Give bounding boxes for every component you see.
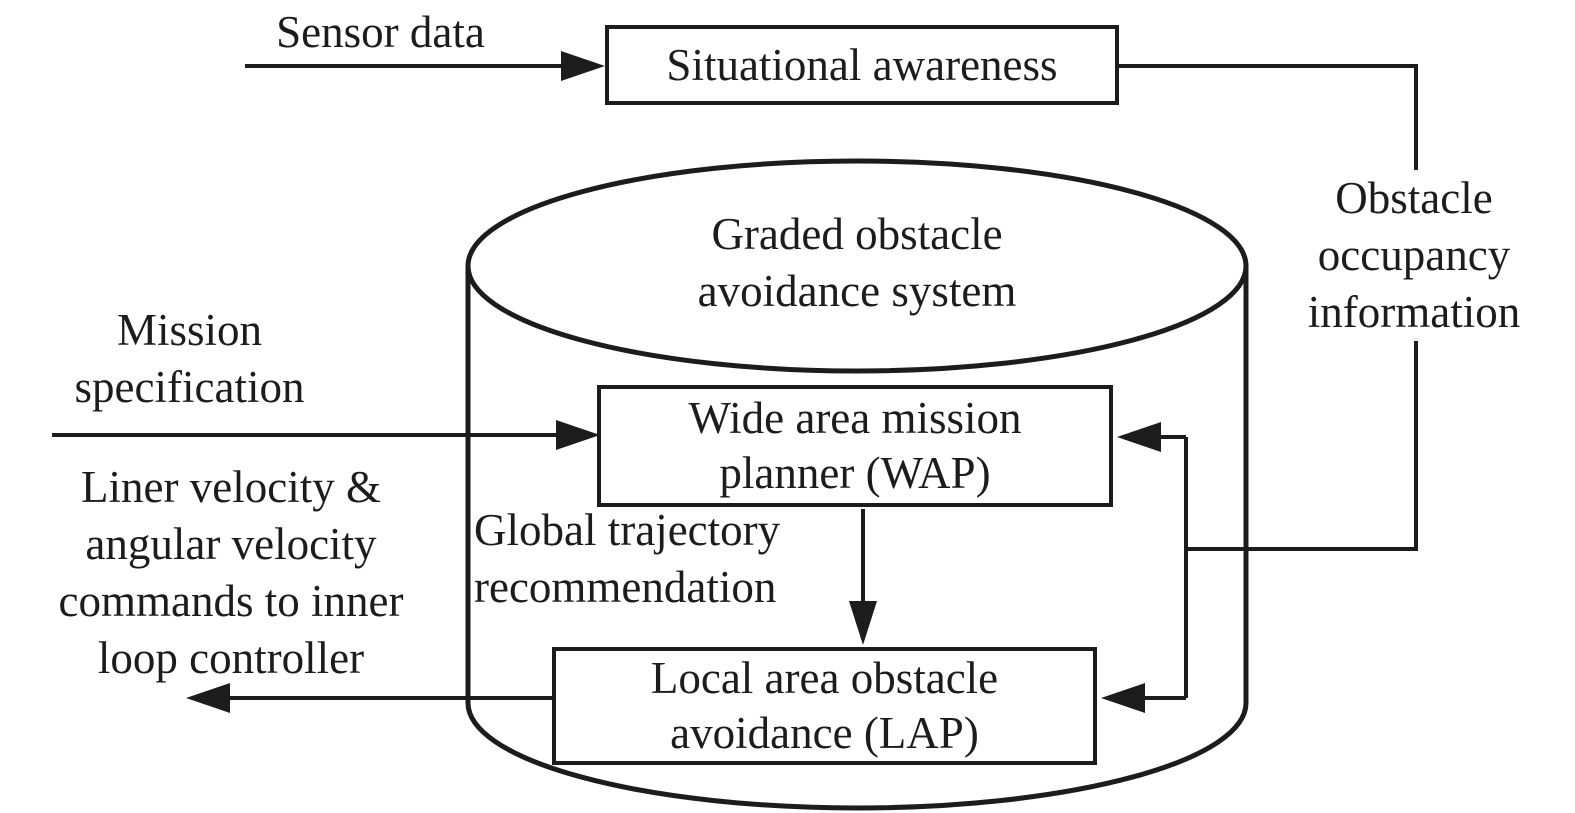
- feedback-lap-arrowhead: [1101, 683, 1145, 713]
- sensor-data-arrowhead: [561, 51, 605, 81]
- obstacle-occupancy-label: Obstacle occupancy information: [1256, 170, 1572, 341]
- mission-specification-label: Mission specification: [74, 305, 305, 412]
- feedback-wap-arrowhead: [1117, 422, 1161, 452]
- situational-awareness-box: Situational awareness: [605, 25, 1119, 105]
- graded-system-label: Graded obstacle avoidance system: [697, 209, 1017, 316]
- wap-box: Wide area mission planner (WAP): [597, 385, 1113, 507]
- global-trajectory-label: Global trajectory recommendation: [474, 505, 781, 612]
- sensor-data-label: Sensor data: [276, 7, 485, 57]
- situational-awareness-label: Situational awareness: [666, 39, 1058, 90]
- velocity-output-arrowhead: [186, 683, 230, 713]
- wap-lap-arrowhead: [849, 601, 877, 645]
- velocity-commands-label: Liner velocity & angular velocity comman…: [58, 462, 404, 683]
- cylinder-top-ellipse: [465, 158, 1249, 374]
- wap-label: Wide area mission planner (WAP): [688, 393, 1022, 498]
- lap-label: Local area obstacle avoidance (LAP): [650, 653, 999, 758]
- mission-spec-arrowhead: [556, 420, 600, 450]
- lap-box: Local area obstacle avoidance (LAP): [552, 647, 1097, 765]
- cylinder-bottom-arc: [465, 702, 1249, 811]
